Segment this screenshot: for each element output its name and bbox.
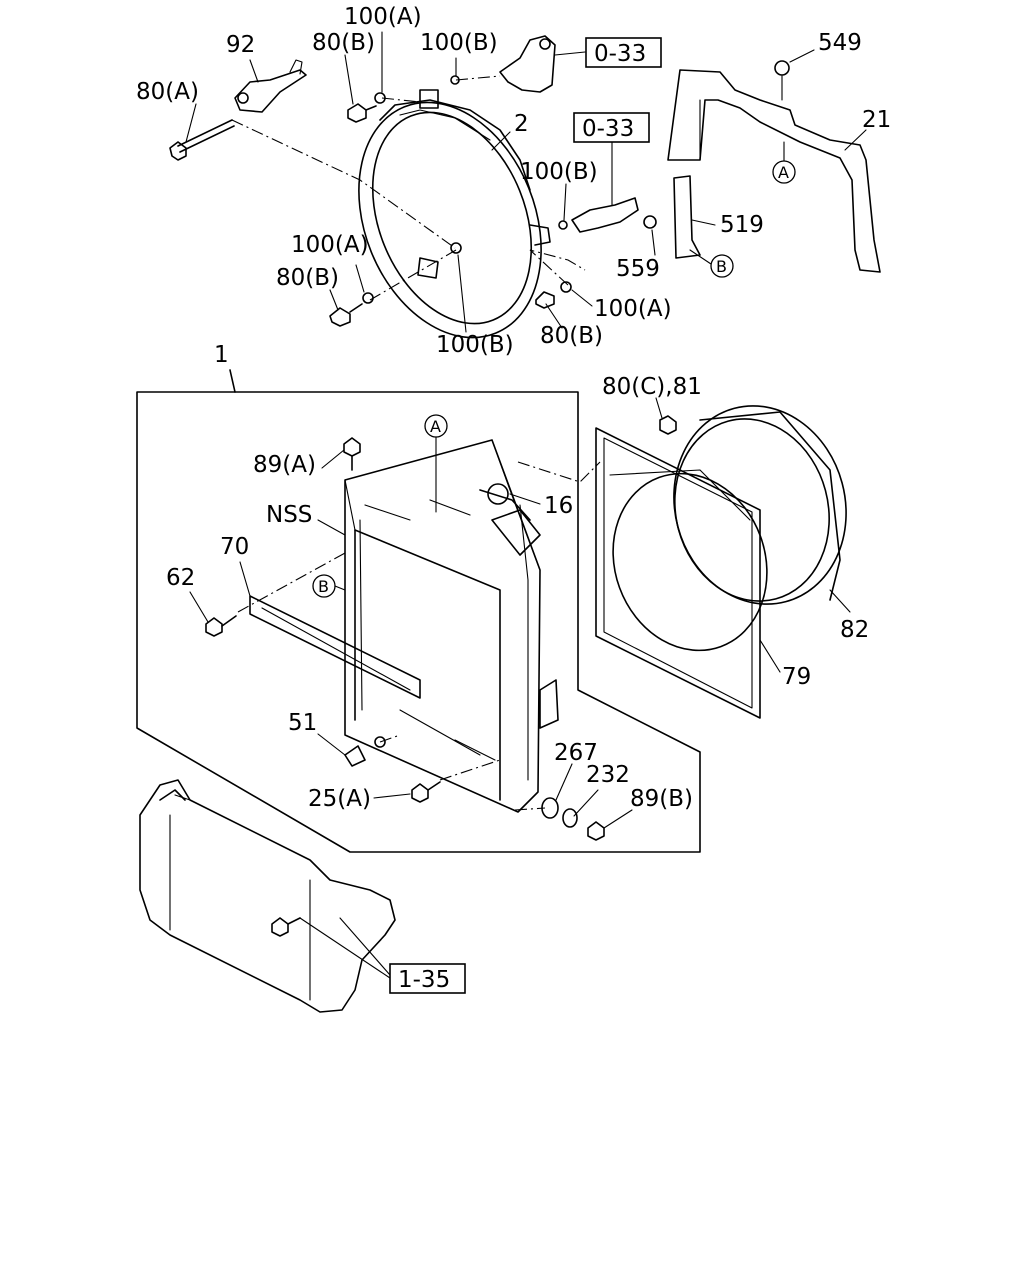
marker-a-top-letter: A — [778, 163, 789, 182]
label-80a: 80(A) — [136, 79, 199, 105]
label-89a: 89(A) — [253, 452, 316, 478]
fan-shroud-ring — [358, 89, 551, 339]
intercooler — [139, 779, 396, 1013]
label-ref-1-35: 1-35 — [398, 967, 450, 993]
label-62: 62 — [166, 565, 195, 591]
fan-ring-82 — [517, 405, 847, 605]
label-ref-0-33-mid: 0-33 — [582, 116, 634, 142]
label-100a-top: 100(A) — [344, 4, 422, 30]
assembly-outline — [136, 369, 701, 853]
label-100a-right: 100(A) — [594, 296, 672, 322]
label-100b-top: 100(B) — [420, 30, 498, 56]
marker-b-top-letter: B — [716, 257, 727, 276]
label-79: 79 — [782, 664, 811, 690]
label-100a-left: 100(A) — [291, 232, 369, 258]
label-519: 519 — [720, 212, 764, 238]
label-51: 51 — [288, 710, 317, 736]
bracket-0-33-mid — [558, 197, 639, 233]
middle-fasteners — [205, 437, 605, 841]
label-80b-top: 80(B) — [312, 30, 375, 56]
label-267: 267 — [554, 740, 598, 766]
bracket-0-33-top — [499, 35, 586, 93]
label-1: 1 — [214, 342, 229, 368]
bolt-80a — [169, 119, 235, 161]
label-2: 2 — [514, 111, 529, 137]
leader-lines-top — [231, 75, 586, 301]
label-80c-81: 80(C),81 — [602, 374, 702, 400]
label-100b-mid: 100(B) — [520, 159, 598, 185]
ref-box-1-35 — [389, 963, 466, 994]
bar-70 — [249, 595, 421, 699]
label-70: 70 — [220, 534, 249, 560]
radiator-core — [344, 439, 559, 813]
label-549: 549 — [818, 30, 862, 56]
label-232: 232 — [586, 762, 630, 788]
label-leaders — [185, 31, 867, 829]
marker-b-top — [710, 254, 734, 278]
bracket-519 — [643, 175, 701, 259]
label-nss: NSS — [266, 502, 312, 528]
label-559: 559 — [616, 256, 660, 282]
label-92: 92 — [226, 32, 255, 58]
label-80b-bottom: 80(B) — [540, 323, 603, 349]
fan-shroud-79 — [595, 427, 768, 719]
ring-fasteners — [329, 242, 572, 327]
marker-b-mid-letter: B — [318, 577, 329, 596]
label-100b-bottom: 100(B) — [436, 332, 514, 358]
marker-a-mid-letter: A — [430, 417, 441, 436]
leader-lines-middle — [237, 552, 546, 811]
label-80b-left: 80(B) — [276, 265, 339, 291]
label-25a: 25(A) — [308, 786, 371, 812]
marker-b-mid-leader — [334, 585, 346, 591]
marker-b-top-leader — [689, 249, 712, 265]
label-21: 21 — [862, 107, 891, 133]
side-cover-21 — [667, 60, 881, 273]
ref-box-0-33-top — [585, 37, 662, 68]
label-82: 82 — [840, 617, 869, 643]
label-89b: 89(B) — [630, 786, 693, 812]
bracket-92 — [234, 59, 307, 113]
label-16: 16 — [544, 493, 573, 519]
label-ref-0-33-top: 0-33 — [594, 41, 646, 67]
